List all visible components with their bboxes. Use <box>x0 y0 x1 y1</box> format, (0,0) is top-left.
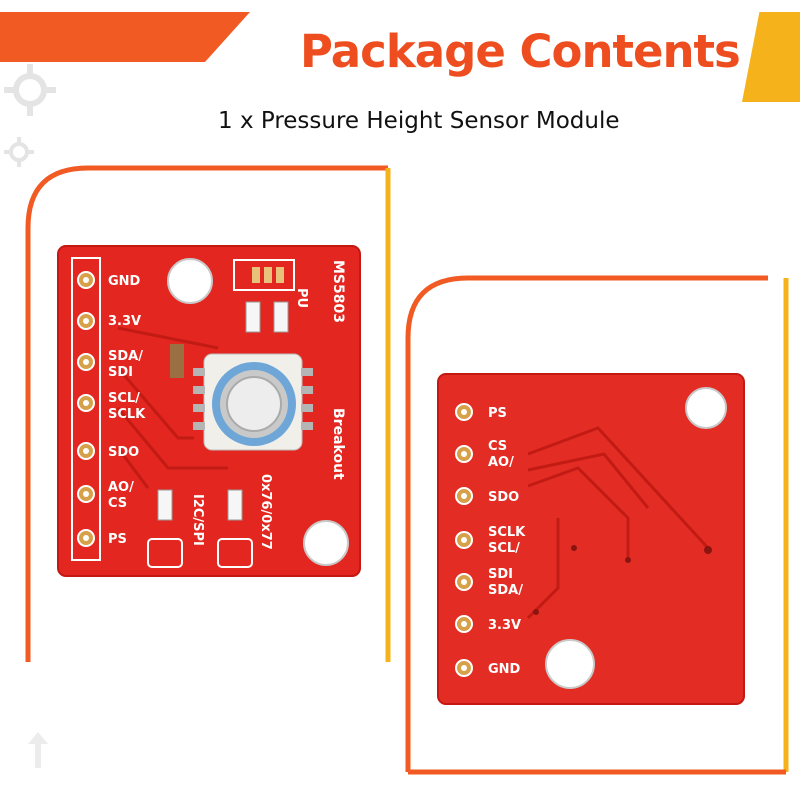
gear-icon <box>4 137 34 167</box>
front-pin-label: SCL/ <box>108 391 140 406</box>
page-subtitle: 1 x Pressure Height Sensor Module <box>218 108 620 134</box>
address-label: 0x76/0x77 <box>258 474 273 550</box>
front-pin-label: GND <box>108 274 141 289</box>
front-pin-label: SCLK <box>108 407 146 422</box>
pu-label: PU <box>294 288 309 308</box>
back-board-image: PS CS AO/ SDO SCLK SCL/ SDI SDA/ 3.3V GN… <box>405 275 789 775</box>
front-pin-label: 3.3V <box>108 314 141 329</box>
back-pin-label: GND <box>488 662 521 677</box>
front-board-image: GND 3.3V SDA/ SDI SCL/ SCLK SDO AO/ CS P… <box>25 165 391 662</box>
back-board-panel: PS CS AO/ SDO SCLK SCL/ SDI SDA/ 3.3V GN… <box>405 275 789 775</box>
page-title: Package Contents <box>300 25 741 78</box>
back-pin-label: SDO <box>488 490 519 505</box>
mode-label: I2C/SPI <box>190 494 205 546</box>
breakout-label: Breakout <box>330 408 346 480</box>
back-pin-label: AO/ <box>488 455 514 470</box>
chip-name-label: MS5803 <box>330 260 346 323</box>
back-pin-label: SCLK <box>488 525 526 540</box>
front-pin-label: SDO <box>108 445 139 460</box>
back-pin-label: 3.3V <box>488 618 521 633</box>
front-pin-label: PS <box>108 532 127 547</box>
front-pin-label: SDI <box>108 365 133 380</box>
front-pin-label: CS <box>108 496 127 511</box>
corner-accent <box>742 12 800 102</box>
back-pin-label: CS <box>488 439 507 454</box>
front-board-panel: GND 3.3V SDA/ SDI SCL/ SCLK SDO AO/ CS P… <box>25 165 391 662</box>
arrow-up-icon <box>28 732 48 768</box>
back-pin-label: SDA/ <box>488 583 523 598</box>
back-pin-label: SCL/ <box>488 541 520 556</box>
header-accent-stripe <box>0 12 250 62</box>
gear-icon <box>4 64 56 116</box>
back-pin-label: SDI <box>488 567 513 582</box>
front-pin-label: AO/ <box>108 480 134 495</box>
front-pin-label: SDA/ <box>108 349 143 364</box>
back-pin-label: PS <box>488 406 507 421</box>
